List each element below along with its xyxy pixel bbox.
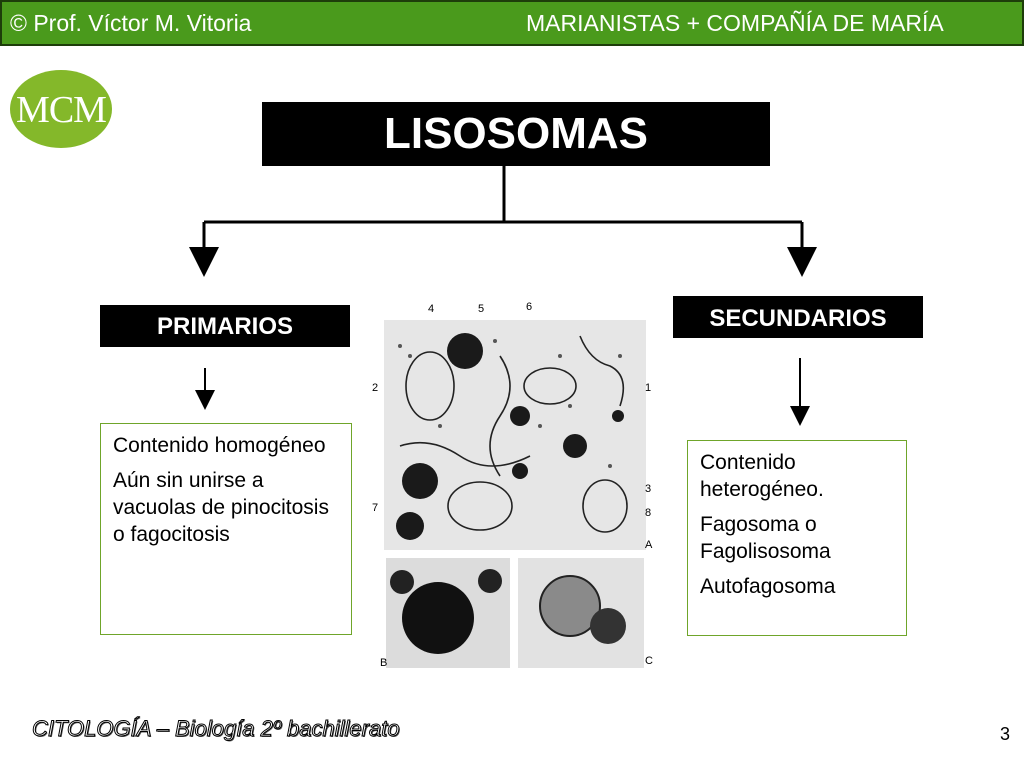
header-institution: MARIANISTAS + COMPAÑÍA DE MARÍA xyxy=(526,10,944,36)
secundarios-label: SECUNDARIOS xyxy=(673,296,923,338)
header-bar: © Prof. Víctor M. Vitoria MARIANISTAS + … xyxy=(0,0,1024,46)
micrograph-label: 6 xyxy=(526,301,532,313)
micrograph-label: 2 xyxy=(372,382,378,394)
mcm-logo: MCM xyxy=(10,70,112,148)
micrograph-label: A xyxy=(645,539,653,551)
micrograph-label: 5 xyxy=(478,303,484,315)
micrograph-label: B xyxy=(380,657,387,669)
secundarios-description: Contenido heterogéneo. Fagosoma o Fagoli… xyxy=(687,440,907,636)
micrograph-label: 7 xyxy=(372,502,378,514)
primarios-item: Aún sin unirse a vacuolas de pinocitosis… xyxy=(113,469,329,546)
micrograph-label: C xyxy=(645,655,653,667)
primarios-label: PRIMARIOS xyxy=(100,305,350,347)
secundarios-item: Fagosoma o Fagolisosoma xyxy=(700,513,831,563)
header-author: © Prof. Víctor M. Vitoria xyxy=(10,10,252,36)
footer-course: CITOLOGÍA – Biología 2º bachillerato xyxy=(32,716,401,742)
micrograph-label: 4 xyxy=(428,303,434,315)
micrograph-label: 8 xyxy=(645,507,651,519)
secundarios-item: Autofagosoma xyxy=(700,575,836,598)
micrograph-label: 1 xyxy=(645,382,651,394)
page-number: 3 xyxy=(1000,724,1011,744)
primarios-item: Contenido homogéneo xyxy=(113,434,326,457)
micrograph-panel-a xyxy=(384,320,646,550)
diagram-title: LISOSOMAS xyxy=(262,102,770,166)
micrograph-label: 3 xyxy=(645,483,651,495)
lysosome-micrograph: 4 5 6 2 1 3 8 7 A B C xyxy=(372,301,653,669)
primarios-description: Contenido homogéneo Aún sin unirse a vac… xyxy=(100,423,352,635)
secundarios-item: Contenido heterogéneo. xyxy=(700,451,824,501)
logo-text: MCM xyxy=(16,89,107,131)
